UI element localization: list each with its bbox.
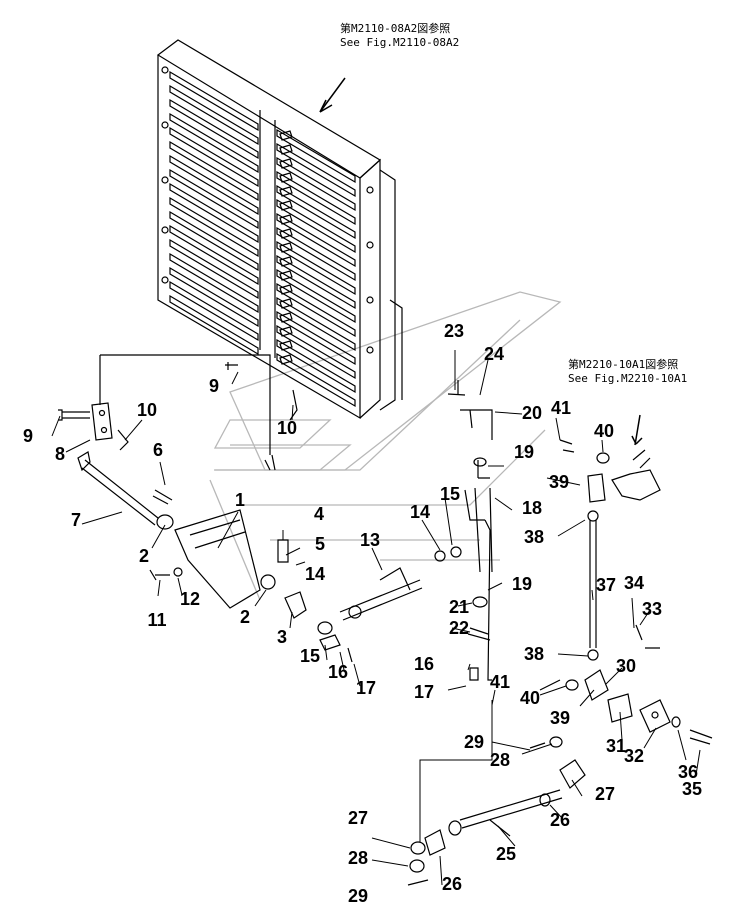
callout-number: 24	[483, 344, 505, 364]
callout-number: 4	[313, 504, 325, 524]
callout-number: 7	[70, 510, 82, 530]
reference-note-en: See Fig.M2210-10A1	[568, 372, 688, 385]
callout-number: 27	[347, 808, 369, 828]
callout-number: 10	[136, 400, 158, 420]
callout-number: 28	[347, 848, 369, 868]
callout-number: 5	[314, 534, 326, 554]
reference-note-control: 第M2210-10A1図参照 See Fig.M2210-10A1	[568, 358, 687, 386]
callout-number: 8	[54, 444, 66, 464]
callout-number: 32	[623, 746, 645, 766]
callout-number: 27	[594, 784, 616, 804]
callout-number: 41	[550, 398, 572, 418]
background-arrow-shape	[209, 291, 562, 601]
callout-number: 18	[521, 498, 543, 518]
callout-number: 30	[615, 656, 637, 676]
callout-number: 26	[441, 874, 463, 894]
callout-number: 23	[443, 321, 465, 341]
shutter-louvers	[169, 70, 356, 408]
callout-number: 16	[327, 662, 349, 682]
callout-number: 19	[511, 574, 533, 594]
shutter-assembly	[156, 39, 403, 420]
callout-number: 10	[276, 418, 298, 438]
callout-number: 21	[448, 597, 470, 617]
callout-number: 6	[152, 440, 164, 460]
callout-number: 13	[359, 530, 381, 550]
leader-lines	[51, 350, 701, 886]
callout-number: 39	[549, 708, 571, 728]
callout-number: 22	[448, 618, 470, 638]
callout-number: 15	[439, 484, 461, 504]
callout-number: 2	[239, 607, 251, 627]
right-linkage	[539, 414, 713, 745]
callout-number: 34	[623, 573, 645, 593]
callout-number: 38	[523, 644, 545, 664]
callout-number: 19	[513, 442, 535, 462]
left-mounting-parts	[58, 354, 353, 663]
callout-number: 40	[593, 421, 615, 441]
reference-note-jp: 第M2210-10A1図参照	[568, 358, 679, 371]
callout-number: 15	[299, 646, 321, 666]
callout-number: 26	[549, 810, 571, 830]
reference-note-jp: 第M2110-08A2図参照	[340, 22, 451, 35]
callout-number: 17	[355, 678, 377, 698]
callout-number: 14	[304, 564, 326, 584]
callout-number: 31	[605, 736, 627, 756]
callout-number: 2	[138, 546, 150, 566]
callout-number: 29	[347, 886, 369, 906]
callout-number: 25	[495, 844, 517, 864]
callout-number: 33	[641, 599, 663, 619]
callout-number: 36	[677, 762, 699, 782]
callout-number: 28	[489, 750, 511, 770]
callout-number: 16	[413, 654, 435, 674]
callout-number: 3	[276, 627, 288, 647]
callout-number: 12	[179, 589, 201, 609]
callout-number: 40	[519, 688, 541, 708]
center-linkage	[339, 380, 493, 681]
callout-number: 35	[681, 779, 703, 799]
callout-number: 11	[147, 610, 167, 630]
reference-note-en: See Fig.M2110-08A2	[340, 36, 460, 49]
callout-number: 20	[521, 403, 543, 423]
callout-number: 17	[413, 682, 435, 702]
callout-number: 39	[548, 472, 570, 492]
callout-number: 9	[208, 376, 220, 396]
reference-note-radiator: 第M2110-08A2図参照 See Fig.M2110-08A2	[340, 22, 459, 50]
callout-number: 29	[463, 732, 485, 752]
callout-number: 14	[409, 502, 431, 522]
callout-number: 1	[234, 490, 246, 510]
callout-number: 41	[489, 672, 511, 692]
callout-number: 37	[595, 575, 617, 595]
callout-number: 38	[523, 527, 545, 547]
callout-number: 9	[22, 426, 34, 446]
